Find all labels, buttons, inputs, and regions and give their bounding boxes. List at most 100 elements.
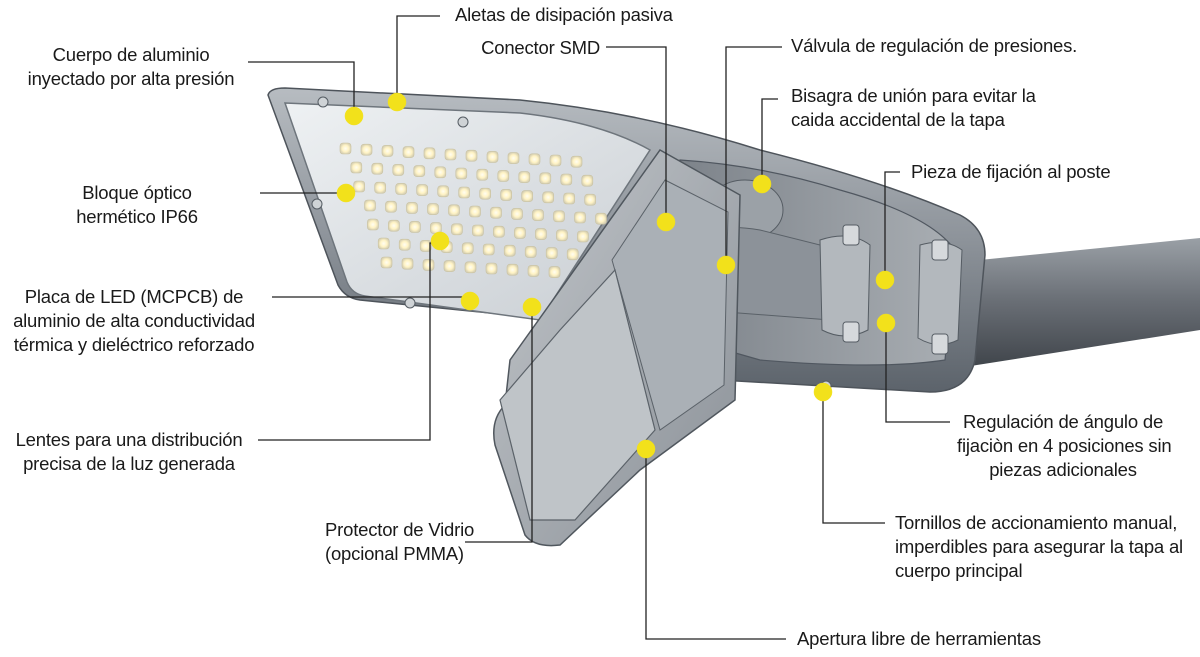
led-lens <box>500 189 513 201</box>
led-lens <box>518 171 531 183</box>
led-lens <box>485 262 498 275</box>
dot-lentes <box>430 231 450 251</box>
led-lens <box>527 265 540 277</box>
label-valvula-line-1: Válvula de regulación de presiones. <box>791 35 1078 56</box>
screw-4 <box>404 297 416 309</box>
leader-cuerpo <box>248 61 355 116</box>
led-lens <box>556 229 568 242</box>
led-lens <box>524 246 537 258</box>
led-lens <box>350 161 363 174</box>
led-lens <box>434 166 447 179</box>
dot-tornillos <box>813 382 833 402</box>
dot-conector <box>656 212 676 232</box>
label-valvula: Válvula de regulación de presiones. <box>791 34 1077 58</box>
led-lens <box>476 168 489 181</box>
led-lens <box>443 260 456 272</box>
led-lens <box>461 242 474 255</box>
led-lens <box>545 247 558 259</box>
led-lens <box>528 153 541 166</box>
led-lens <box>437 185 450 198</box>
leader-conector <box>606 46 667 222</box>
clamp-bolt-3 <box>842 321 860 343</box>
label-protector-line-2: (opcional PMMA) <box>325 543 464 564</box>
leader-apertura <box>645 449 786 640</box>
led-lens <box>339 142 352 155</box>
led-lens <box>388 219 400 232</box>
label-bloque: Bloque óptico hermético IP66 <box>20 181 254 229</box>
label-bisagra-line-1: Bisagra de unión para evitar la <box>791 85 1036 106</box>
label-tornillos: Tornillos de accionamiento manual, imper… <box>895 511 1183 583</box>
led-lens <box>381 145 394 157</box>
label-placa-line-1: Placa de LED (MCPCB) de <box>24 286 244 307</box>
led-lens <box>360 143 373 156</box>
led-lens <box>364 199 376 212</box>
led-lens <box>472 224 484 237</box>
led-lens <box>581 174 594 187</box>
dot-regulacion <box>876 313 896 333</box>
screw-1 <box>317 96 329 108</box>
led-lens <box>479 187 492 200</box>
led-lens <box>395 183 408 195</box>
led-lens <box>353 180 366 193</box>
led-lens <box>539 172 552 185</box>
dot-cuerpo <box>344 106 364 126</box>
leader-protector <box>465 307 533 543</box>
dot-pieza <box>875 270 895 290</box>
label-pieza: Pieza de fijación al poste <box>911 160 1111 184</box>
led-lens <box>563 192 576 205</box>
led-lens <box>514 227 526 239</box>
label-bloque-line-2: hermético IP66 <box>76 206 198 227</box>
led-lens <box>469 205 481 218</box>
led-lens <box>385 200 397 213</box>
clamp-bolt-1 <box>842 224 860 246</box>
label-lentes-line-1: Lentes para una distribución <box>15 429 243 450</box>
led-lens <box>423 147 436 160</box>
label-regulacion: Regulación de ángulo de fijaciòn en 4 po… <box>957 410 1172 482</box>
label-aletas-line-1: Aletas de disipación pasiva <box>455 4 673 25</box>
led-lens <box>392 164 405 176</box>
label-regulacion-line-1: Regulación de ángulo de <box>962 411 1164 432</box>
led-lens <box>497 170 510 182</box>
led-lens <box>548 266 561 278</box>
led-lens <box>413 165 426 177</box>
led-lens <box>419 240 432 252</box>
leader-valvula <box>725 46 782 265</box>
label-regulacion-line-3: piezas adicionales <box>989 459 1137 480</box>
led-lens <box>535 228 547 240</box>
led-lens <box>401 257 414 270</box>
dot-bloque <box>336 183 356 203</box>
dot-aletas <box>387 92 407 112</box>
led-lens <box>458 186 471 199</box>
label-tornillos-line-3: cuerpo principal <box>895 560 1023 581</box>
led-lens <box>402 146 415 158</box>
led-lens <box>448 204 460 217</box>
led-lens <box>451 223 463 236</box>
label-bisagra-line-2: caida accidental de la tapa <box>791 109 1005 130</box>
led-lens <box>464 261 477 274</box>
led-lens <box>542 191 555 204</box>
led-lens <box>465 149 478 162</box>
label-cuerpo-line-1: Cuerpo de aluminio <box>52 44 210 65</box>
led-lens <box>367 218 379 231</box>
led-lens <box>507 152 520 164</box>
label-placa-line-3: térmica y dieléctrico reforzado <box>13 334 255 355</box>
label-tornillos-line-1: Tornillos de accionamiento manual, <box>895 512 1178 533</box>
clamp-bolt-2 <box>931 239 949 261</box>
label-tornillos-line-2: imperdibles para asegurar la tapa al <box>895 536 1183 557</box>
led-lens <box>560 173 573 186</box>
label-cuerpo: Cuerpo de aluminio inyectado por alta pr… <box>14 43 248 91</box>
label-aletas: Aletas de disipación pasiva <box>455 3 673 27</box>
led-lens <box>371 162 384 175</box>
label-conector: Conector SMD <box>470 36 600 60</box>
label-bisagra: Bisagra de unión para evitar la caida ac… <box>791 84 1036 132</box>
led-lens <box>549 154 562 167</box>
label-placa-line-2: aluminio de alta conductividad <box>13 310 255 331</box>
led-lens <box>506 263 519 276</box>
leader-pieza <box>884 171 900 280</box>
led-lens <box>380 256 393 269</box>
led-lens <box>406 202 418 214</box>
led-lens <box>511 208 523 220</box>
leader-regulacion <box>885 323 950 423</box>
label-apertura-line-1: Apertura libre de herramientas <box>797 628 1041 649</box>
